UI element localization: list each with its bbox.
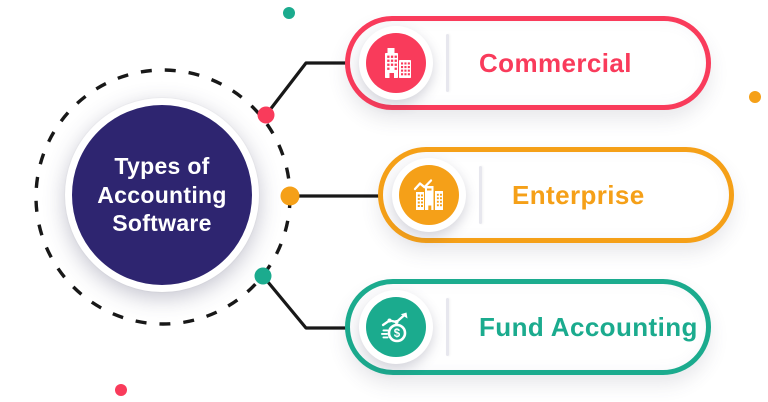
svg-text:$: $ bbox=[394, 328, 401, 340]
office-building-icon bbox=[385, 48, 411, 78]
branch-pill-enterprise: Enterprise bbox=[378, 147, 734, 243]
decor-dot-right bbox=[749, 91, 761, 103]
fund-accounting-icon-badge: $ bbox=[359, 290, 433, 364]
connector-node-dot-enterprise bbox=[280, 186, 300, 206]
connector-node-dot-fund bbox=[254, 267, 272, 285]
pill-divider bbox=[479, 166, 482, 224]
central-topic-circle: Types of Accounting Software bbox=[65, 98, 259, 292]
central-topic-title-line: Accounting bbox=[97, 181, 227, 208]
branch-label-enterprise: Enterprise bbox=[512, 179, 645, 210]
connector-line-commercial bbox=[264, 61, 351, 117]
enterprise-buildings-icon bbox=[413, 179, 443, 210]
pill-divider bbox=[446, 298, 449, 356]
central-topic-title-line: Types of bbox=[114, 152, 210, 179]
enterprise-icon-badge bbox=[392, 158, 466, 232]
enterprise-icon-circle bbox=[399, 165, 459, 225]
fund-growth-dollar-icon: $ bbox=[381, 312, 408, 343]
branch-pill-commercial: Commercial bbox=[345, 16, 711, 110]
fund-accounting-icon-circle: $ bbox=[366, 297, 426, 357]
decor-dot-top bbox=[283, 7, 295, 19]
branch-label-fund-accounting: Fund Accounting bbox=[479, 311, 698, 342]
pill-divider bbox=[446, 34, 449, 92]
connector-line-fund bbox=[261, 274, 351, 330]
connector-node-dot-commercial bbox=[257, 106, 275, 124]
central-topic-title-line: Software bbox=[112, 210, 212, 237]
decor-dot-bottom bbox=[115, 384, 127, 396]
branch-label-commercial: Commercial bbox=[479, 47, 632, 78]
commercial-icon-badge bbox=[359, 26, 433, 100]
commercial-icon-circle bbox=[366, 33, 426, 93]
branch-pill-fund-accounting: $ Fund Accounting bbox=[345, 279, 711, 375]
